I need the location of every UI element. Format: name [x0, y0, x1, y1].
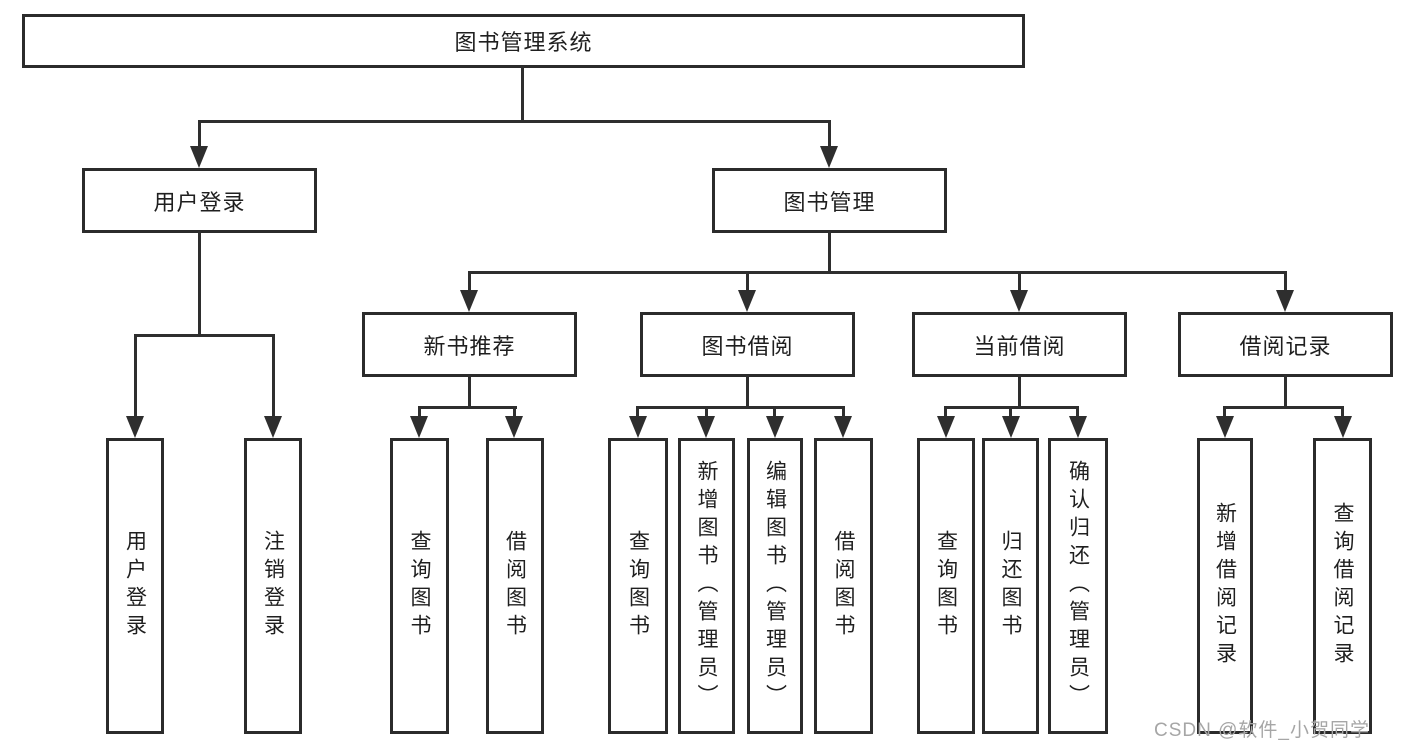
connector-drop-br-query	[1341, 406, 1344, 418]
leaf-borrow-edit-books-admin: 编辑图书（管理员）	[747, 438, 803, 734]
arrow-to-bb-edit	[766, 416, 784, 438]
arrow-to-cb-confirm	[1069, 416, 1087, 438]
node-book-borrowing-label: 图书借阅	[701, 333, 794, 359]
connector-drop-borrowrecord	[1284, 271, 1287, 293]
arrow-to-leaf-logout	[264, 416, 282, 438]
connector-drop-br-add	[1223, 406, 1226, 418]
connector-drop-cb-query	[944, 406, 947, 418]
leaf-borrow-borrow-books-label: 借阅图书	[832, 530, 855, 642]
arrow-to-nb-borrow	[505, 416, 523, 438]
connector-newbook-stem	[468, 375, 471, 409]
node-root-library-system: 图书管理系统	[22, 14, 1025, 68]
node-book-borrowing: 图书借阅	[640, 312, 855, 377]
connector-bookmgmt-stem	[828, 231, 831, 273]
connector-drop-leaf-logout	[272, 334, 275, 418]
connector-drop-leaf-userlogin	[134, 334, 137, 418]
leaf-record-add-record: 新增借阅记录	[1197, 438, 1253, 734]
connector-drop-currentborrow	[1018, 271, 1021, 293]
arrow-to-user-login	[190, 146, 208, 168]
leaf-current-query-books: 查询图书	[917, 438, 975, 734]
leaf-current-query-books-label: 查询图书	[934, 530, 958, 642]
leaf-record-query-record: 查询借阅记录	[1313, 438, 1372, 734]
connector-root-stem	[521, 66, 524, 121]
node-root-label: 图书管理系统	[454, 30, 593, 55]
connector-userlogin-hbar	[134, 334, 275, 337]
leaf-borrow-query-books-label: 查询图书	[626, 530, 650, 642]
connector-drop-nb-query	[418, 406, 421, 418]
node-user-login: 用户登录	[82, 168, 317, 233]
arrow-to-cb-query	[937, 416, 955, 438]
node-user-login-label: 用户登录	[153, 189, 246, 215]
arrow-to-new-book-recommend	[460, 290, 478, 312]
arrow-to-book-management	[820, 146, 838, 168]
connector-drop-bb-borrow	[842, 406, 845, 418]
connector-newbook-hbar	[418, 406, 517, 409]
connector-drop-cb-confirm	[1076, 406, 1079, 418]
leaf-borrow-add-books-admin-label: 新增图书（管理员）	[695, 460, 718, 712]
node-book-management-label: 图书管理	[783, 189, 876, 215]
connector-drop-newbook	[468, 271, 471, 293]
connector-currentborrow-stem	[1018, 375, 1021, 409]
connector-root-hbar	[198, 120, 831, 123]
connector-drop-bb-add	[705, 406, 708, 418]
node-current-borrowing-label: 当前借阅	[973, 333, 1066, 359]
arrow-to-bb-add	[697, 416, 715, 438]
leaf-newbook-query-books-label: 查询图书	[408, 530, 431, 642]
leaf-current-confirm-return-admin-label: 确认归还（管理员）	[1066, 460, 1090, 712]
leaf-current-return-books: 归还图书	[982, 438, 1039, 734]
leaf-borrow-edit-books-admin-label: 编辑图书（管理员）	[763, 460, 787, 712]
leaf-newbook-borrow-books-label: 借阅图书	[503, 530, 527, 642]
connector-drop-bb-edit	[773, 406, 776, 418]
arrow-to-book-borrowing	[738, 290, 756, 312]
arrow-to-nb-query	[410, 416, 428, 438]
leaf-newbook-borrow-books: 借阅图书	[486, 438, 544, 734]
leaf-logout-label: 注销登录	[261, 530, 285, 642]
leaf-record-add-record-label: 新增借阅记录	[1213, 502, 1237, 670]
connector-borrowrecord-hbar	[1223, 406, 1344, 409]
leaf-logout: 注销登录	[244, 438, 302, 734]
arrow-to-current-borrowing	[1010, 290, 1028, 312]
node-new-book-recommend-label: 新书推荐	[423, 333, 516, 359]
connector-bookmgmt-hbar	[468, 271, 1287, 274]
connector-drop-bookborrow	[746, 271, 749, 293]
arrow-to-br-add	[1216, 416, 1234, 438]
arrow-to-borrowing-records	[1276, 290, 1294, 312]
connector-drop-bb-query	[636, 406, 639, 418]
connector-borrowrecord-stem	[1284, 375, 1287, 409]
leaf-newbook-query-books: 查询图书	[390, 438, 449, 734]
leaf-borrow-borrow-books: 借阅图书	[814, 438, 873, 734]
arrow-to-cb-return	[1002, 416, 1020, 438]
arrow-to-leaf-user-login	[126, 416, 144, 438]
node-borrowing-records: 借阅记录	[1178, 312, 1393, 377]
leaf-borrow-add-books-admin: 新增图书（管理员）	[678, 438, 735, 734]
node-new-book-recommend: 新书推荐	[362, 312, 577, 377]
connector-bookborrow-stem	[746, 375, 749, 409]
connector-drop-nb-borrow	[513, 406, 516, 418]
node-borrowing-records-label: 借阅记录	[1239, 333, 1332, 359]
csdn-watermark: CSDN @软件_小贺同学	[1154, 720, 1370, 741]
arrow-to-br-query	[1334, 416, 1352, 438]
leaf-borrow-query-books: 查询图书	[608, 438, 668, 734]
connector-userlogin-stem	[198, 231, 201, 337]
node-book-management: 图书管理	[712, 168, 947, 233]
leaf-current-confirm-return-admin: 确认归还（管理员）	[1048, 438, 1108, 734]
connector-root-left-drop	[198, 120, 201, 148]
leaf-current-return-books-label: 归还图书	[999, 530, 1022, 642]
connector-root-right-drop	[828, 120, 831, 148]
leaf-user-login-label: 用户登录	[123, 530, 147, 642]
leaf-record-query-record-label: 查询借阅记录	[1331, 502, 1354, 670]
arrow-to-bb-borrow	[834, 416, 852, 438]
leaf-user-login: 用户登录	[106, 438, 164, 734]
node-current-borrowing: 当前借阅	[912, 312, 1127, 377]
connector-bookborrow-hbar	[636, 406, 845, 409]
arrow-to-bb-query	[629, 416, 647, 438]
connector-drop-cb-return	[1009, 406, 1012, 418]
